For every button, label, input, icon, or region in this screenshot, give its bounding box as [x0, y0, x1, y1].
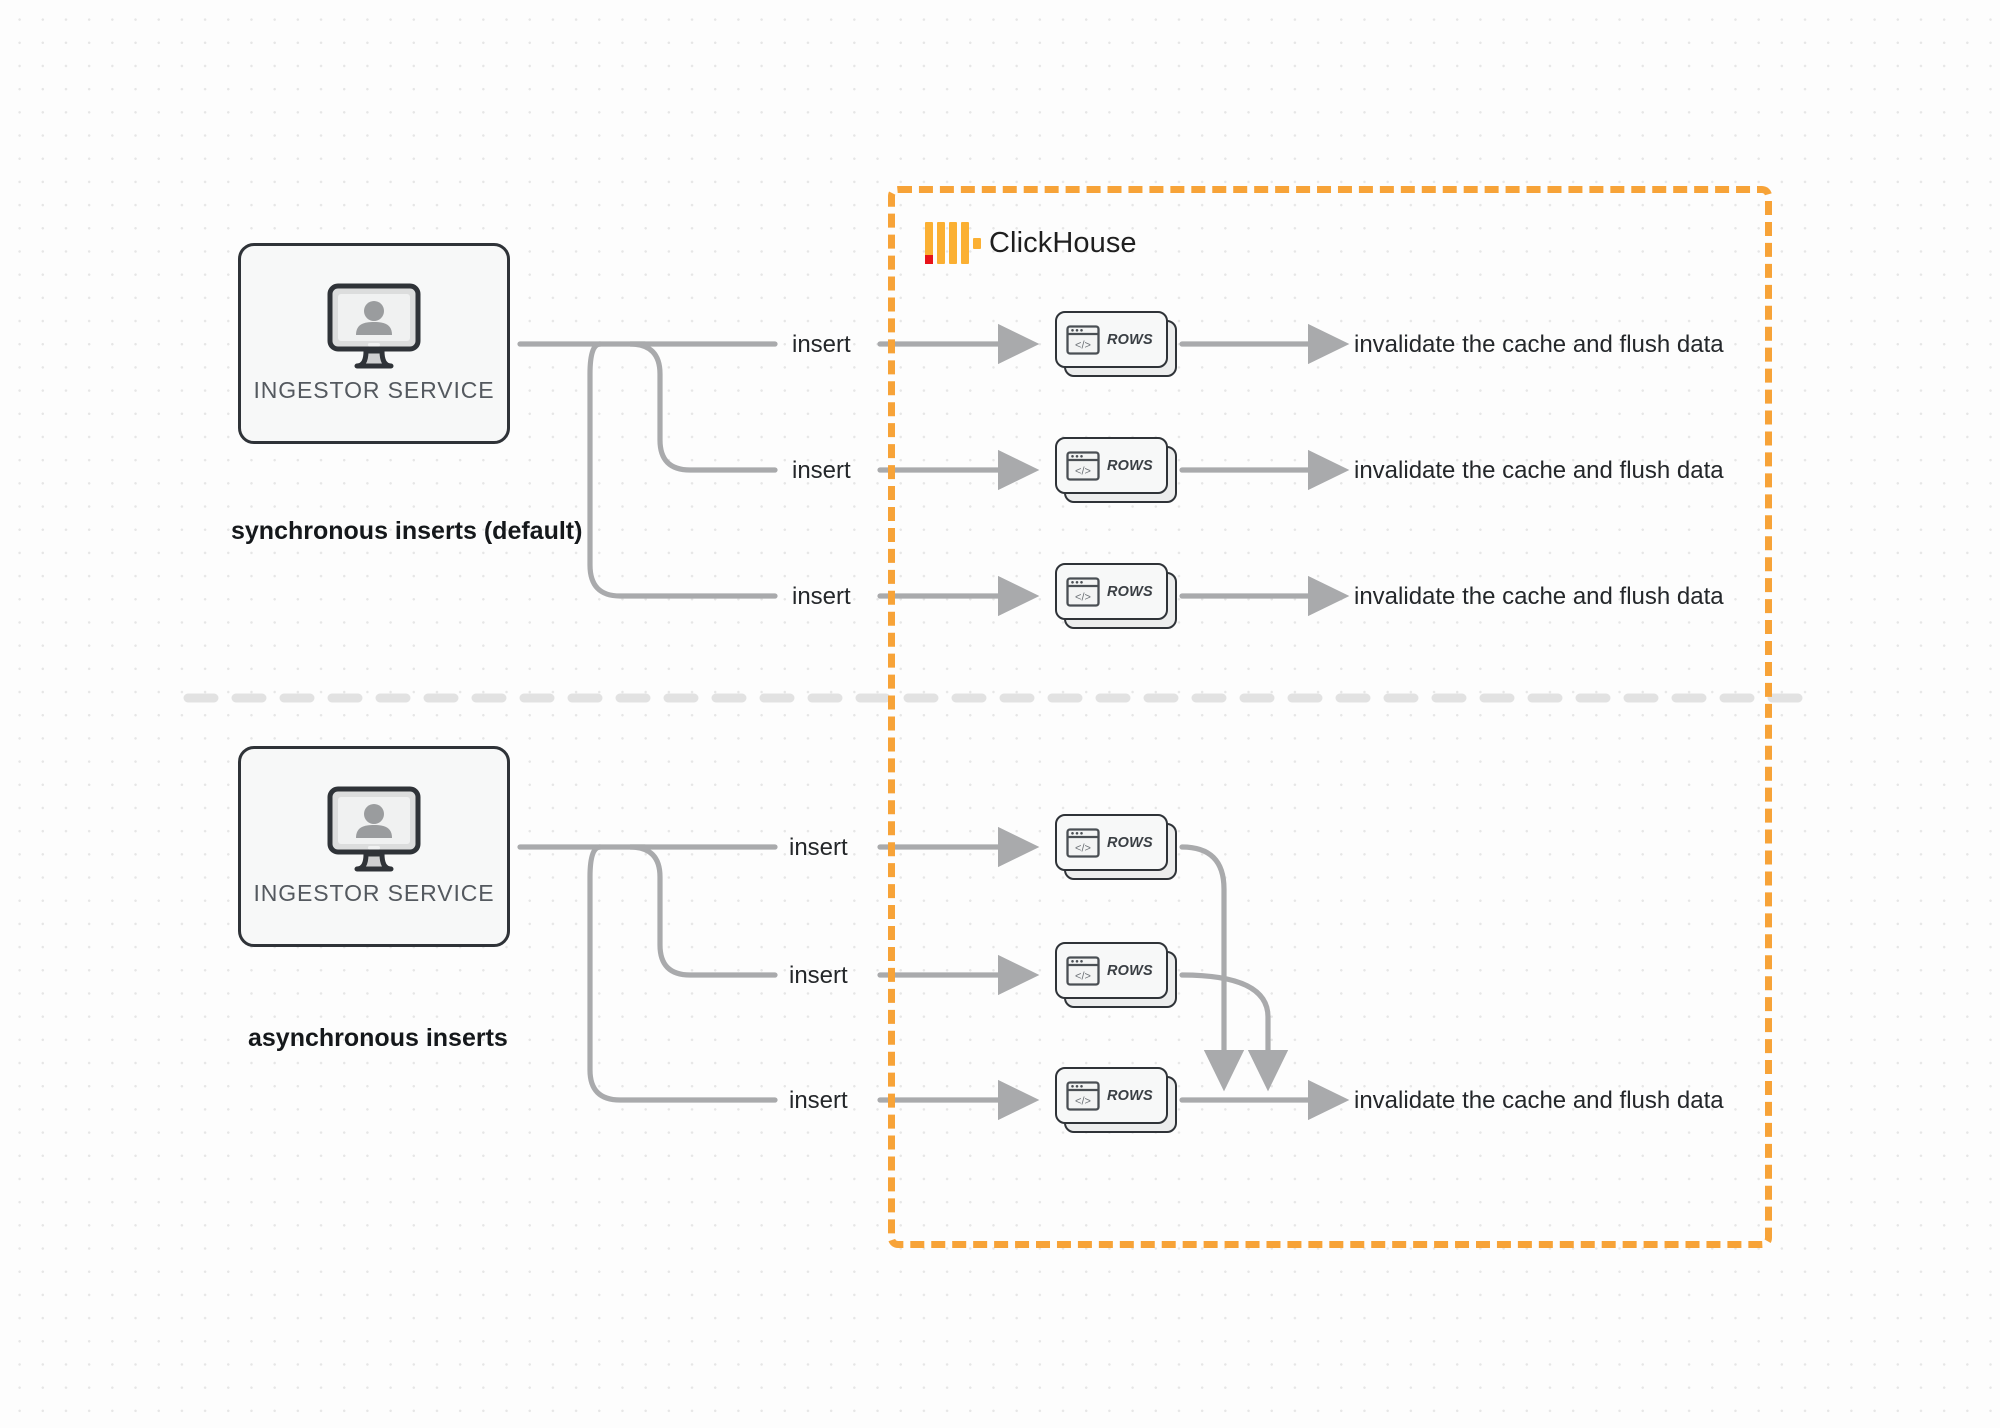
- rows-card-async-2[interactable]: </> ROWS: [1055, 942, 1177, 1008]
- rows-card-label: ROWS: [1107, 583, 1153, 600]
- rows-card-front: </> ROWS: [1055, 563, 1168, 620]
- rows-card-front: </> ROWS: [1055, 437, 1168, 494]
- rows-card-label: ROWS: [1107, 1087, 1153, 1104]
- rows-card-sync-2[interactable]: </> ROWS: [1055, 437, 1177, 503]
- clickhouse-boundary: [888, 186, 1772, 1248]
- section-title-synchronous: synchronous inserts (default): [231, 517, 583, 545]
- rows-card-sync-3[interactable]: </> ROWS: [1055, 563, 1177, 629]
- svg-text:</>: </>: [1075, 970, 1091, 982]
- ingestor-caption: INGESTOR SERVICE: [253, 377, 495, 403]
- ingestor-caption: INGESTOR SERVICE: [253, 880, 495, 906]
- svg-text:</>: </>: [1075, 842, 1091, 854]
- insert-label-sync-3: insert: [792, 583, 851, 610]
- rows-card-sync-1[interactable]: </> ROWS: [1055, 311, 1177, 377]
- output-label-sync-1: invalidate the cache and flush data: [1354, 331, 1724, 358]
- svg-text:</>: </>: [1075, 339, 1091, 351]
- sidebar-item-ingestor-async[interactable]: INGESTOR SERVICE: [238, 746, 510, 947]
- rows-card-front: </> ROWS: [1055, 814, 1168, 871]
- insert-label-async-3: insert: [789, 1087, 848, 1114]
- code-window-icon: </>: [1066, 827, 1100, 858]
- section-title-asynchronous: asynchronous inserts: [248, 1024, 508, 1052]
- rows-card-async-1[interactable]: </> ROWS: [1055, 814, 1177, 880]
- rows-card-label: ROWS: [1107, 457, 1153, 474]
- insert-label-async-1: insert: [789, 834, 848, 861]
- clickhouse-label: ClickHouse: [989, 226, 1137, 259]
- rows-card-front: </> ROWS: [1055, 942, 1168, 999]
- insert-label-async-2: insert: [789, 962, 848, 989]
- svg-text:</>: </>: [1075, 1095, 1091, 1107]
- output-label-sync-3: invalidate the cache and flush data: [1354, 583, 1724, 610]
- output-label-async-merged: invalidate the cache and flush data: [1354, 1087, 1724, 1114]
- code-window-icon: </>: [1066, 576, 1100, 607]
- rows-card-label: ROWS: [1107, 834, 1153, 851]
- rows-card-front: </> ROWS: [1055, 1067, 1168, 1124]
- clickhouse-logo: [925, 222, 981, 264]
- code-window-icon: </>: [1066, 955, 1100, 986]
- output-label-sync-2: invalidate the cache and flush data: [1354, 457, 1724, 484]
- clickhouse-brand: ClickHouse: [925, 222, 1137, 264]
- monitor-user-icon: [327, 283, 421, 369]
- code-window-icon: </>: [1066, 1080, 1100, 1111]
- rows-card-label: ROWS: [1107, 331, 1153, 348]
- insert-label-sync-1: insert: [792, 331, 851, 358]
- svg-text:</>: </>: [1075, 465, 1091, 477]
- rows-card-async-3[interactable]: </> ROWS: [1055, 1067, 1177, 1133]
- rows-card-front: </> ROWS: [1055, 311, 1168, 368]
- svg-text:</>: </>: [1075, 591, 1091, 603]
- insert-label-sync-2: insert: [792, 457, 851, 484]
- monitor-user-icon: [327, 786, 421, 872]
- sidebar-item-ingestor-sync[interactable]: INGESTOR SERVICE: [238, 243, 510, 444]
- rows-card-label: ROWS: [1107, 962, 1153, 979]
- code-window-icon: </>: [1066, 324, 1100, 355]
- code-window-icon: </>: [1066, 450, 1100, 481]
